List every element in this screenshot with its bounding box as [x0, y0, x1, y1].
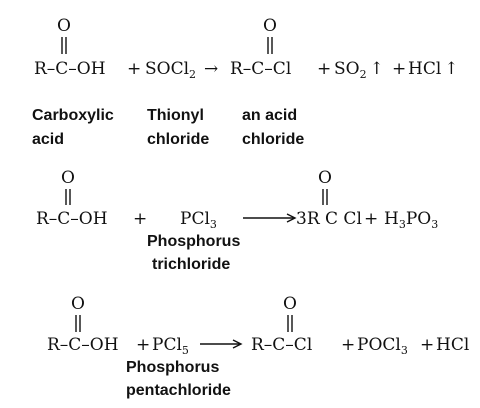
r1-acid-oxygen: O	[57, 16, 71, 36]
r3-product-oxygen: O	[283, 294, 297, 314]
r3-plus-3: +	[420, 335, 434, 355]
r1-acid-chloride: R–C–Cl	[230, 59, 291, 79]
r1-label-product-2: chloride	[242, 131, 304, 148]
r1-reaction-arrow: →	[204, 59, 218, 79]
r2-plus-1: +	[133, 209, 147, 229]
r1-label-reagent-1: Thionyl	[147, 107, 204, 124]
r1-thionyl-chloride: SOCl2	[145, 59, 196, 81]
r2-reaction-arrow-head	[286, 213, 297, 223]
reaction-2: O R–C–OH + PCl3 O 3R C Cl + H3PO3 Phosph…	[36, 168, 438, 273]
r2-product-oxygen: O	[318, 168, 332, 188]
r2-acid-chloride: 3R C Cl	[296, 209, 362, 229]
r3-reaction-arrow-head	[232, 339, 243, 349]
r1-product-oxygen: O	[263, 16, 277, 36]
r2-label-reagent-1: Phosphorus	[147, 233, 240, 250]
r1-label-product-1: an acid	[242, 107, 297, 124]
reaction-3: O R–C–OH + PCl5 O R–C–Cl + POCl3 + HCl P…	[47, 294, 469, 399]
r2-label-reagent-2: trichloride	[152, 256, 230, 273]
reaction-1: O R–C–OH + SOCl2 → O R–C–Cl + SO2↑ + HCl…	[32, 16, 459, 148]
r2-carboxylic-acid: R–C–OH	[36, 209, 108, 229]
r3-carboxylic-acid: R–C–OH	[47, 335, 119, 355]
r2-acid-oxygen: O	[61, 168, 75, 188]
r1-plus-3: +	[392, 59, 406, 79]
r1-label-acid-2: acid	[32, 131, 64, 148]
r1-label-reagent-2: chloride	[147, 131, 209, 148]
r3-acid-oxygen: O	[71, 294, 85, 314]
r3-label-reagent-1: Phosphorus	[126, 359, 219, 376]
r3-acid-chloride: R–C–Cl	[251, 335, 312, 355]
r3-phosphoryl-chloride: POCl3	[357, 335, 408, 357]
r3-phosphorus-pentachloride: PCl5	[152, 335, 189, 357]
r1-label-acid-1: Carboxylic	[32, 107, 114, 124]
r1-hydrogen-chloride: HCl↑	[408, 59, 459, 79]
r3-label-reagent-2: pentachloride	[126, 382, 231, 399]
r1-carboxylic-acid: R–C–OH	[34, 59, 106, 79]
r1-sulfur-dioxide: SO2↑	[334, 59, 384, 81]
r3-plus-1: +	[136, 335, 150, 355]
r1-plus-2: +	[317, 59, 331, 79]
r2-plus-2: +	[364, 209, 378, 229]
r1-plus-1: +	[127, 59, 141, 79]
r2-phosphorus-trichloride: PCl3	[180, 209, 217, 231]
r3-hydrogen-chloride: HCl	[436, 335, 469, 355]
r2-phosphorous-acid: H3PO3	[384, 209, 438, 231]
r3-plus-2: +	[341, 335, 355, 355]
